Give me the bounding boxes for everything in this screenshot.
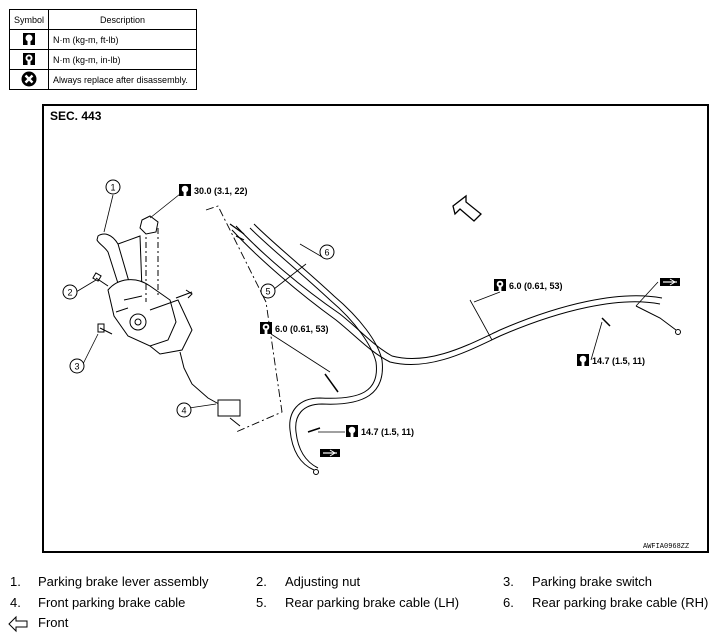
caption-number: 3. bbox=[503, 574, 514, 589]
rear-parking-brake-cables bbox=[229, 223, 681, 475]
phantom-line bbox=[205, 205, 283, 433]
caption-number: 1. bbox=[10, 574, 21, 589]
torque-wrench-ft-lb-icon bbox=[23, 32, 35, 45]
caption-number: 5. bbox=[256, 595, 267, 610]
caption-number: 2. bbox=[256, 574, 267, 589]
torque-wrench-in-lb-icon bbox=[494, 279, 506, 291]
caption-text: Parking brake lever assembly bbox=[38, 574, 209, 589]
torque-wrench-in-lb-icon bbox=[260, 322, 272, 334]
section-label: SEC. 443 bbox=[50, 109, 102, 123]
replace-after-disassembly-icon bbox=[21, 71, 37, 86]
callout-number: 5 bbox=[265, 287, 270, 297]
callout-number: 4 bbox=[181, 406, 186, 416]
legend-row-text: Always replace after disassembly. bbox=[48, 69, 198, 90]
torque-value: 6.0 (0.61, 53) bbox=[275, 324, 329, 334]
torque-wrench-ft-lb-icon bbox=[346, 425, 358, 437]
caption-text: Parking brake switch bbox=[532, 574, 652, 589]
callout-6: 6 bbox=[319, 244, 335, 260]
caption-number: 4. bbox=[10, 595, 21, 610]
torque-wrench-in-lb-icon bbox=[23, 52, 35, 65]
front-arrow-icon bbox=[8, 615, 28, 633]
torque-value: 14.7 (1.5, 11) bbox=[592, 356, 645, 366]
torque-wrench-ft-lb-icon bbox=[577, 354, 589, 366]
diagram-frame bbox=[42, 104, 709, 553]
figure-code: AWFIA0968ZZ bbox=[643, 543, 690, 551]
legend-row: N·m (kg-m, ft-lb) bbox=[8, 29, 198, 50]
legend-row: Always replace after disassembly. bbox=[8, 69, 198, 90]
callout-4: 4 bbox=[176, 402, 192, 418]
torque-value: 14.7 (1.5, 11) bbox=[361, 427, 414, 437]
torque-value: 30.0 (3.1, 22) bbox=[194, 186, 248, 196]
torque-label-right-upper: 6.0 (0.61, 53) bbox=[494, 279, 563, 291]
torque-label-right-lower: 14.7 (1.5, 11) bbox=[577, 354, 645, 366]
caption-number: 6. bbox=[503, 595, 514, 610]
caption-text: Rear parking brake cable (LH) bbox=[285, 595, 460, 610]
lubricant-icon bbox=[320, 449, 340, 457]
torque-value: 6.0 (0.61, 53) bbox=[509, 281, 563, 291]
parking-brake-lever-assembly bbox=[92, 215, 241, 427]
symbol-legend-table: Symbol Description N·m (kg-m, ft-lb) N·m… bbox=[8, 9, 198, 90]
lubricant-icon bbox=[660, 278, 680, 286]
torque-label-top: 30.0 (3.1, 22) bbox=[179, 184, 248, 196]
callout-2: 2 bbox=[62, 284, 78, 300]
callout-5: 5 bbox=[260, 283, 276, 299]
callout-3: 3 bbox=[69, 358, 85, 374]
callout-number: 6 bbox=[324, 248, 329, 258]
callout-number: 2 bbox=[67, 288, 72, 298]
caption-text: Rear parking brake cable (RH) bbox=[532, 595, 709, 610]
front-label: Front bbox=[38, 615, 69, 630]
callout-number: 3 bbox=[74, 362, 79, 372]
callout-number: 1 bbox=[110, 183, 115, 193]
caption-text: Adjusting nut bbox=[285, 574, 361, 589]
callout-1: 1 bbox=[105, 179, 121, 195]
caption-text: Front parking brake cable bbox=[38, 595, 186, 610]
front-direction-arrow-icon bbox=[452, 194, 482, 222]
legend-header-row: Symbol Description bbox=[8, 9, 198, 30]
torque-label-bottom: 14.7 (1.5, 11) bbox=[346, 425, 414, 437]
torque-label-center: 6.0 (0.61, 53) bbox=[260, 322, 329, 334]
torque-wrench-ft-lb-icon bbox=[179, 184, 191, 196]
